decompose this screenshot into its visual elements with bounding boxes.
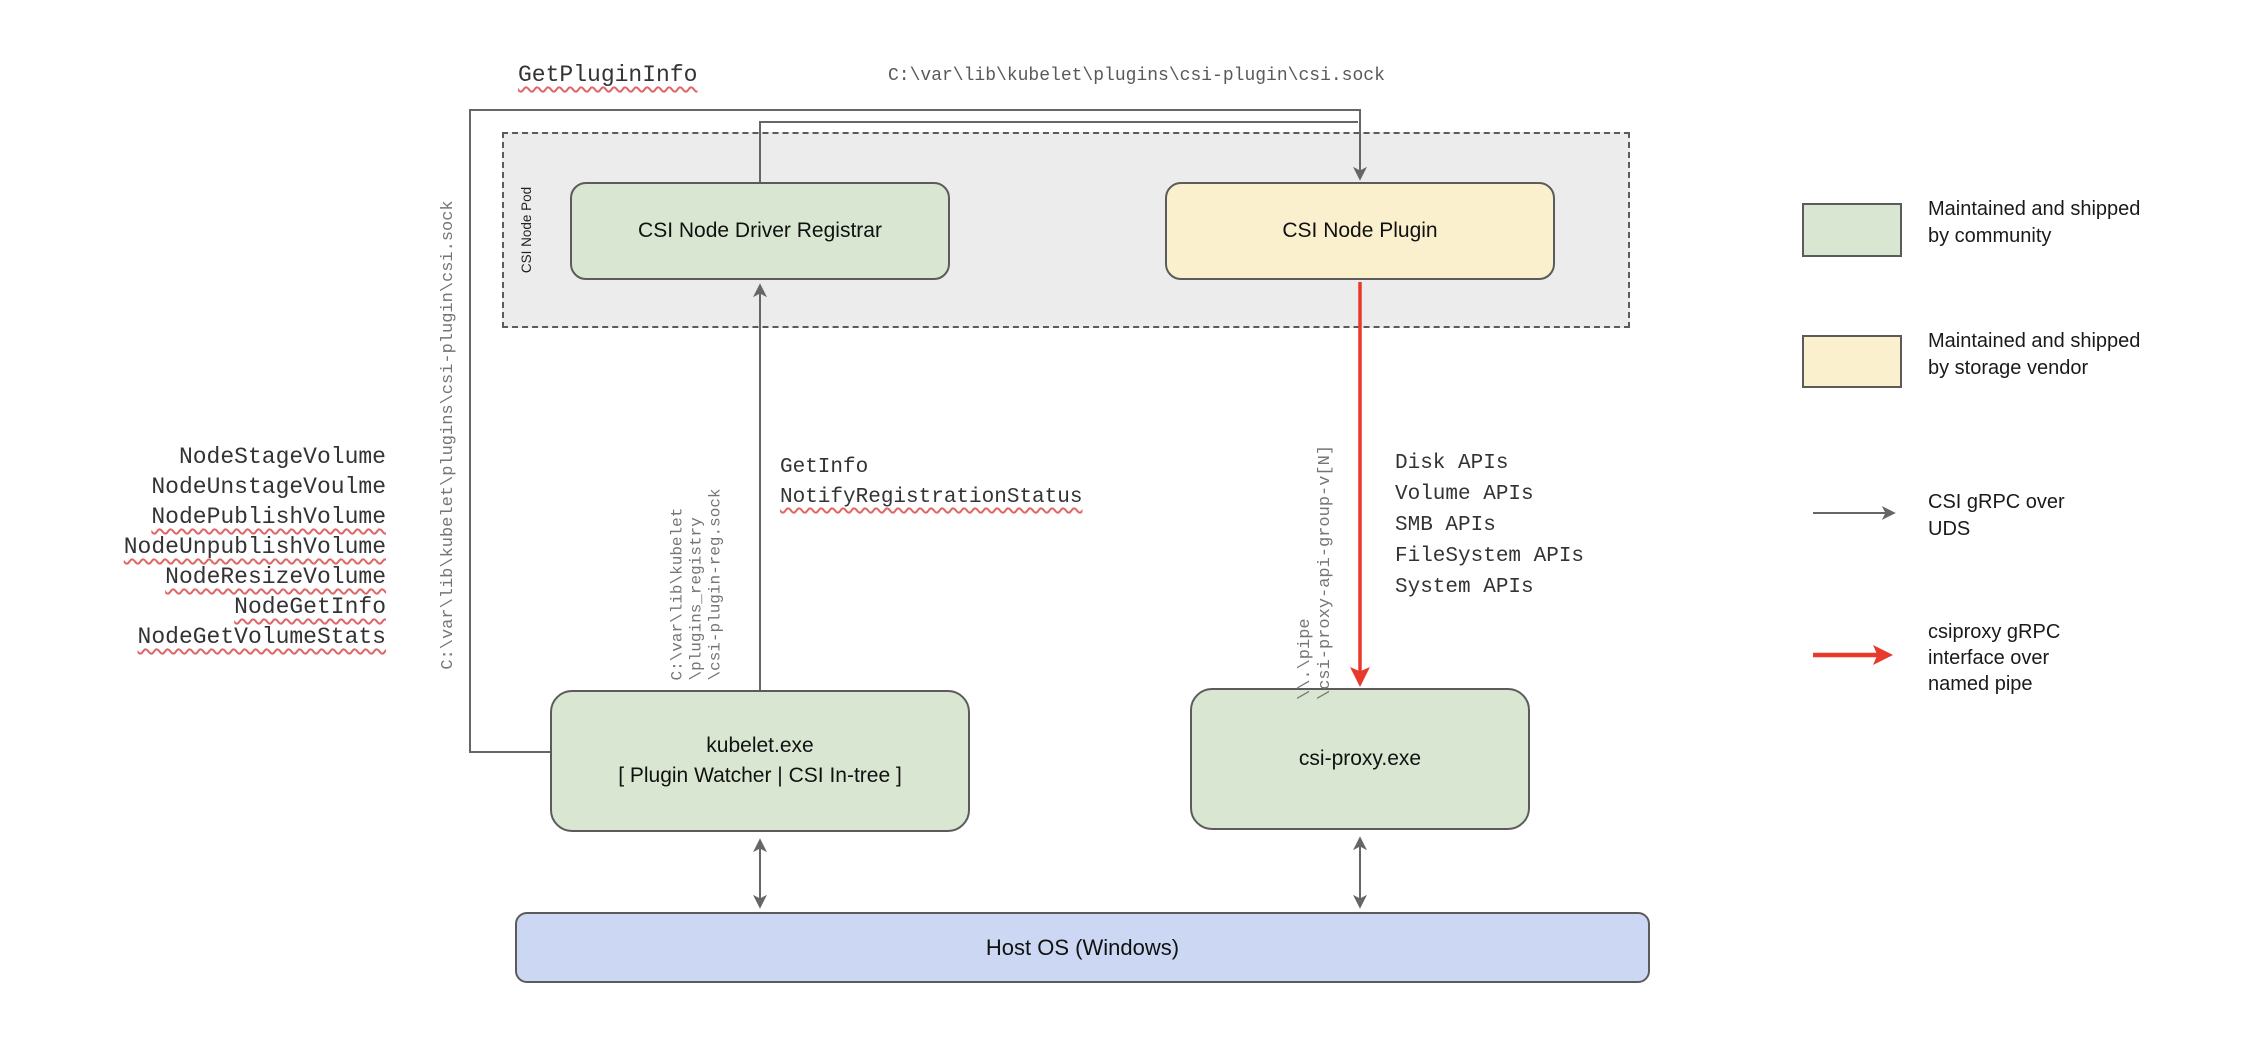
node-call-item: NodeGetVolumeStats xyxy=(137,624,386,650)
legend-vendor-label: Maintained and shipped by storage vendor xyxy=(1928,330,2141,379)
node-call-item: NodeStageVolume xyxy=(178,444,386,470)
csi-sock-path-label: C:\var\lib\kubelet\plugins\csi-plugin\cs… xyxy=(888,66,1385,86)
csi-proxy-box: csi-proxy.exe xyxy=(1190,688,1530,830)
get-plugin-info-label: GetPluginInfo xyxy=(518,62,698,88)
legend-community-label: Maintained and shipped by community xyxy=(1928,198,2141,247)
node-call-item: NodeResizeVolume xyxy=(165,564,386,590)
csi-sock-path-vertical-label: C:\var\lib\kubelet\plugins\csi-plugin\cs… xyxy=(439,200,458,670)
plugin-reg-sock-path-label: C:\var\lib\kubelet \plugins_registry \cs… xyxy=(668,488,725,681)
host-os-box: Host OS (Windows) xyxy=(515,912,1650,983)
registrar-to-plugin-line xyxy=(759,121,1358,182)
kubelet-box: kubelet.exe [ Plugin Watcher | CSI In-tr… xyxy=(550,690,970,832)
api-groups-label: Disk APIs Volume APIs SMB APIs FileSyste… xyxy=(1395,452,1585,599)
notify-registration-status-label: NotifyRegistrationStatus xyxy=(780,486,1083,509)
legend-vendor-swatch xyxy=(1802,335,1902,388)
node-call-item: NodePublishVolume xyxy=(151,504,386,530)
named-pipe-path-label: \\.\pipe \csi-proxy-api-group-v[N] xyxy=(1296,444,1335,700)
node-call-item: NodeUnstageVoulme xyxy=(151,474,386,500)
csi-node-plugin-box: CSI Node Plugin xyxy=(1165,182,1555,280)
node-call-item: NodeUnpublishVolume xyxy=(123,534,386,560)
csi-node-pod-label: CSI Node Pod xyxy=(519,186,534,274)
node-call-item: NodeGetInfo xyxy=(234,594,386,620)
csi-node-driver-registrar-box: CSI Node Driver Registrar xyxy=(570,182,950,280)
legend-community-swatch xyxy=(1802,203,1902,257)
get-info-label: GetInfo xyxy=(780,456,869,479)
legend-pipe-label: csiproxy gRPC interface over named pipe xyxy=(1928,621,2061,695)
legend-uds-label: CSI gRPC over UDS xyxy=(1928,491,2065,540)
uds-loop-arrow xyxy=(469,109,1367,753)
